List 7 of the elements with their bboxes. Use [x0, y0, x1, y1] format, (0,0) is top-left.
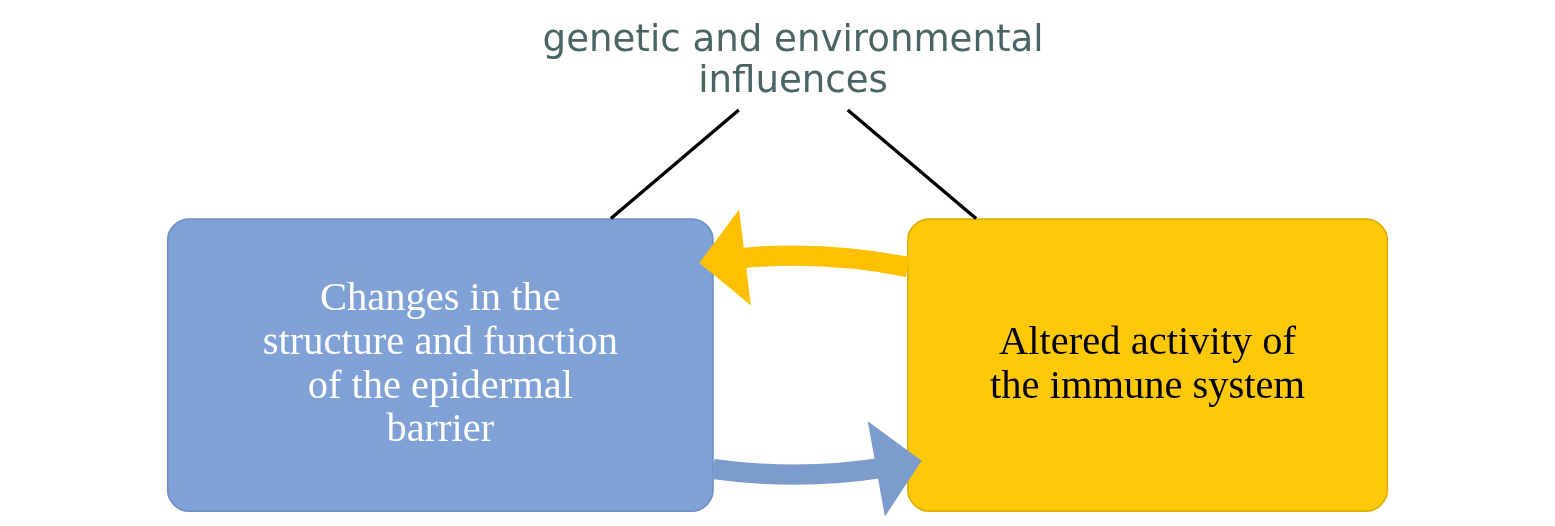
node-box: Altered activity of the immune system [907, 218, 1389, 512]
node-box: Changes in the structure and function of the epidermal barrier [166, 218, 714, 512]
connector [609, 108, 740, 220]
arrow [699, 209, 910, 306]
arrow [711, 421, 922, 517]
node-text: genetic and environmental influences [542, 17, 1044, 101]
connector [846, 108, 978, 220]
